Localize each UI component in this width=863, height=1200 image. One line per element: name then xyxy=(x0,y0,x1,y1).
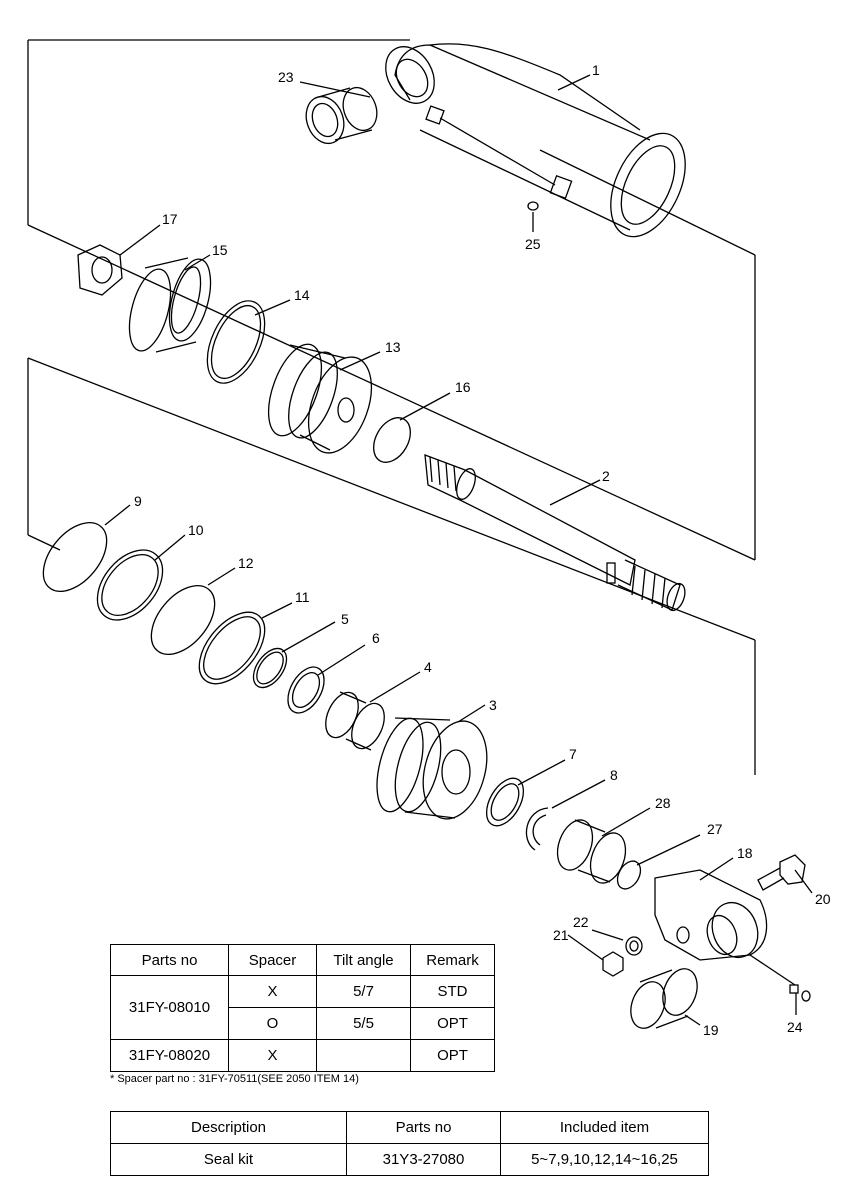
header-description: Description xyxy=(110,1111,347,1144)
leader-lines xyxy=(104,74,813,1026)
cell-remark: OPT xyxy=(410,1039,495,1072)
callout-10: 10 xyxy=(188,522,204,538)
callout-14: 14 xyxy=(294,287,310,303)
table-row: O 5/5 OPT xyxy=(111,1007,495,1040)
callout-1: 1 xyxy=(592,62,600,78)
callout-6: 6 xyxy=(372,630,380,646)
cell-parts-no: 31FY-08010 xyxy=(110,975,229,1040)
cell-remark: OPT xyxy=(410,1007,495,1040)
callout-9: 9 xyxy=(134,493,142,509)
cell-tilt-angle: 5/5 xyxy=(316,1007,411,1040)
callout-5: 5 xyxy=(341,611,349,627)
part-2-piston-rod xyxy=(424,454,686,612)
spacer-table: Parts no Spacer Tilt angle Remark 31FY-0… xyxy=(110,944,495,1072)
header-remark: Remark xyxy=(410,944,495,976)
callout-15: 15 xyxy=(212,242,228,258)
callout-27: 27 xyxy=(707,821,723,837)
part-13-piston xyxy=(267,343,373,454)
part-11-retaining-ring xyxy=(198,611,266,685)
part-24-grease-nipple xyxy=(789,984,811,1002)
cell-remark: STD xyxy=(410,975,495,1008)
callout-21: 21 xyxy=(553,927,569,943)
part-14-o-ring xyxy=(206,300,266,384)
part-25-o-ring xyxy=(527,201,539,211)
callout-25: 25 xyxy=(525,236,541,252)
table-row: Seal kit 31Y3-27080 5~7,9,10,12,14~16,25 xyxy=(110,1143,709,1176)
seal-table-header: Description Parts no Included item xyxy=(110,1111,709,1144)
header-parts-no: Parts no xyxy=(110,944,229,976)
cell-included-item: 5~7,9,10,12,14~16,25 xyxy=(500,1143,709,1176)
callout-28: 28 xyxy=(655,795,671,811)
spacer-table-header: Parts no Spacer Tilt angle Remark xyxy=(110,944,495,976)
header-tilt-angle: Tilt angle xyxy=(316,944,411,976)
callout-13: 13 xyxy=(385,339,401,355)
callout-12: 12 xyxy=(238,555,254,571)
part-28-bushing xyxy=(556,819,627,884)
callout-18: 18 xyxy=(737,845,753,861)
callout-3: 3 xyxy=(489,697,497,713)
part-5-seal xyxy=(252,647,288,689)
cell-parts-no: 31Y3-27080 xyxy=(346,1143,501,1176)
callout-2: 2 xyxy=(602,468,610,484)
part-23-bushing xyxy=(305,86,378,145)
cell-spacer: X xyxy=(228,975,317,1008)
part-22-washer xyxy=(625,936,643,956)
header-included-item: Included item xyxy=(500,1111,709,1144)
seal-kit-table: Description Parts no Included item Seal … xyxy=(110,1111,709,1176)
callout-20: 20 xyxy=(815,891,831,907)
callout-11: 11 xyxy=(295,589,310,605)
part-6-seal xyxy=(287,666,325,714)
part-18-eye-bracket xyxy=(654,869,768,961)
part-20-bolt xyxy=(757,854,806,891)
header-spacer: Spacer xyxy=(228,944,317,976)
callout-17: 17 xyxy=(162,211,178,227)
callout-24: 24 xyxy=(787,1019,803,1035)
callout-7: 7 xyxy=(569,746,577,762)
part-1-cylinder-tube xyxy=(385,43,686,238)
part-16-o-ring xyxy=(373,417,411,463)
cell-spacer: X xyxy=(228,1039,317,1072)
part-17-hex-nut xyxy=(77,244,123,296)
cell-spacer: O xyxy=(228,1007,317,1040)
callout-8: 8 xyxy=(610,767,618,783)
cell-tilt-angle xyxy=(316,1039,411,1072)
part-10-backup-ring xyxy=(96,549,164,621)
part-12-seal xyxy=(150,585,216,655)
table-row: 31FY-08020 X OPT xyxy=(110,1039,495,1072)
callout-22: 22 xyxy=(573,914,589,930)
cell-description: Seal kit xyxy=(110,1143,347,1176)
part-21-nut xyxy=(602,951,624,977)
part-9-o-ring xyxy=(42,522,108,592)
callout-19: 19 xyxy=(703,1022,719,1038)
callout-23: 23 xyxy=(278,69,294,85)
spacer-note: * Spacer part no : 31FY-70511(SEE 2050 I… xyxy=(110,1073,359,1085)
callout-4: 4 xyxy=(424,659,432,675)
cell-parts-no: 31FY-08020 xyxy=(110,1039,229,1072)
part-3-rod-cover xyxy=(376,717,488,820)
table-row: 31FY-08010 X 5/7 STD xyxy=(110,975,495,1040)
cell-tilt-angle: 5/7 xyxy=(316,975,411,1008)
part-19-bushing xyxy=(630,968,698,1029)
assembly-guide-lines xyxy=(27,39,756,775)
callout-labels: 1 2 3 4 5 6 7 8 9 10 11 12 13 14 15 16 1… xyxy=(134,62,831,1038)
part-7-seal xyxy=(485,777,525,827)
part-27-o-ring xyxy=(616,860,642,890)
part-15-collar xyxy=(128,257,212,353)
part-4-bushing xyxy=(325,691,385,751)
callout-16: 16 xyxy=(455,379,471,395)
header-parts-no: Parts no xyxy=(346,1111,501,1144)
part-8-snap-ring xyxy=(525,807,549,851)
